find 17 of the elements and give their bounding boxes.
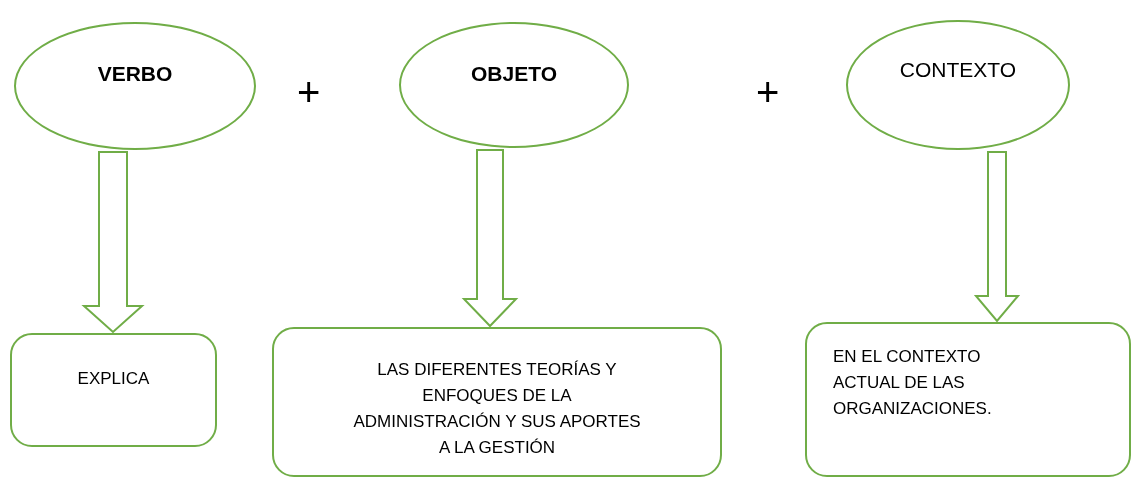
ellipse-node [846,20,1070,150]
box-text: EXPLICA [76,369,151,389]
ellipse-node [399,22,629,148]
node-label: OBJETO [470,62,558,86]
plus-sign: + [297,72,321,112]
block-arrow [973,151,1021,323]
rounded-box [10,333,217,447]
block-arrow [81,151,145,334]
node-label: VERBO [96,62,174,86]
block-arrow [461,149,519,328]
ellipse-node [14,22,256,150]
box-text: EN EL CONTEXTO ACTUAL DE LAS ORGANIZACIONES. [833,346,993,420]
node-label: CONTEXTO [898,58,1018,82]
plus-sign: + [756,72,780,112]
rounded-box [805,322,1131,477]
box-text: LAS DIFERENTES TEORÍAS Y ENFOQUES DE LA ADMINISTRACIÓN Y SUS APORTES A LA GESTIÓN [352,359,642,459]
rounded-box [272,327,722,477]
